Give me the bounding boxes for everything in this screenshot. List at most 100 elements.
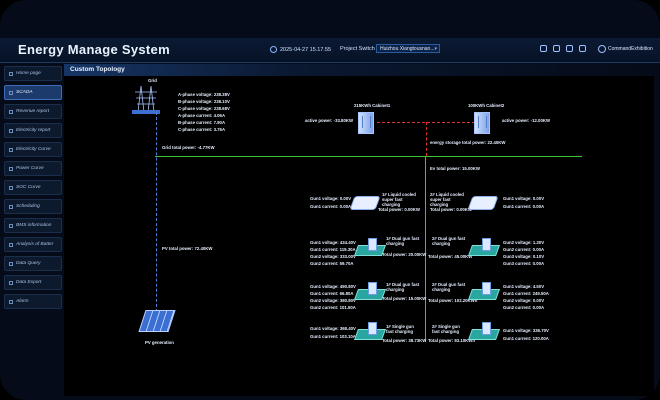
sidebar-item-label: Scheduling: [16, 204, 40, 209]
grid-reading: A-phase voltage: 238.38V: [178, 92, 230, 97]
charger-reading: Gun1 current: 120.00A: [503, 336, 549, 341]
charger-reading: Gun1 current: 66.80A: [310, 291, 354, 296]
cabinet2-name: 100KWh Cabinet2: [468, 103, 505, 108]
charger-8-icon[interactable]: [467, 322, 501, 340]
settings-icon[interactable]: [566, 45, 573, 52]
sidebar-item-label: SOC Curve: [16, 185, 41, 190]
sidebar: Home page SCADA Revenue report Electrici…: [4, 66, 62, 396]
grid-reading: B-phase voltage: 238.10V: [178, 99, 230, 104]
pv-dashed-line: [156, 112, 157, 317]
charger-reading: Gun1 voltage: 4.50V: [503, 284, 545, 289]
charger-3-icon[interactable]: [353, 238, 387, 256]
charger-title: 1# Dual gun fast charging: [386, 282, 420, 292]
sidebar-item-data-query[interactable]: Data Query: [4, 256, 62, 271]
cabinet2-icon[interactable]: [474, 112, 490, 134]
grid-total-power: Grid total power: -4.77KW: [162, 145, 215, 150]
user-menu[interactable]: CommandExhibition: [598, 45, 653, 53]
project-switch-label: Project Switch: [340, 46, 375, 52]
charger-reading: Gun2 current: 0.00A: [503, 247, 545, 252]
user-name: CommandExhibition: [608, 46, 653, 52]
screen-icon[interactable]: [540, 45, 547, 52]
charger-reading: Gun1 voltage: 0.00V: [503, 196, 545, 201]
charger-reading: Gun1 current: 249.50A: [503, 291, 549, 296]
sidebar-item-scada[interactable]: SCADA: [4, 85, 62, 100]
charger-7-icon[interactable]: [353, 322, 387, 340]
charger-reading: Gun1 voltage: 368.40V: [310, 326, 356, 331]
report-icon: [9, 109, 13, 114]
sidebar-item-revenue-report[interactable]: Revenue report: [4, 104, 62, 119]
sidebar-item-label: Revenue report: [16, 109, 50, 114]
sidebar-item-home[interactable]: Home page: [4, 66, 62, 81]
sidebar-item-alarm[interactable]: Alarm: [4, 294, 62, 309]
project-select[interactable]: Huizhou Xiangtousnan... ▾: [376, 44, 440, 53]
sidebar-item-soc-curve[interactable]: SOC Curve: [4, 180, 62, 195]
charger-reading: Gun1 current: 0.00A: [503, 204, 545, 209]
charger-1-icon[interactable]: [349, 196, 381, 210]
clock-icon: [270, 46, 277, 53]
page-title: Custom Topology: [70, 66, 125, 73]
pv-generation-label: PV generation: [145, 340, 174, 345]
app-title: Energy Manage System: [18, 42, 170, 57]
refresh-icon[interactable]: [553, 45, 560, 52]
charger-6-icon[interactable]: [467, 282, 501, 300]
analysis-icon: [9, 242, 13, 247]
sidebar-item-label: SCADA: [16, 90, 33, 95]
power-icon[interactable]: [579, 45, 586, 52]
grid-reading: C-phase voltage: 238.68V: [178, 106, 230, 111]
charger-total: Total power: 20.00KW: [382, 252, 427, 257]
main-bus-line: [155, 156, 582, 158]
sidebar-item-label: Alarm: [16, 299, 29, 304]
grid-reading: B-phase current: 7.90A: [178, 120, 226, 125]
sidebar-item-label: Home page: [16, 71, 41, 76]
cabinet-drop-line: [426, 122, 427, 156]
header-icons: [540, 45, 586, 52]
sidebar-item-bms-information[interactable]: BMS information: [4, 218, 62, 233]
report-icon: [9, 128, 13, 133]
charger-5-icon[interactable]: [353, 282, 387, 300]
charger-title: 1# Single gun fast charging: [386, 324, 414, 334]
charger-2-icon[interactable]: [467, 196, 499, 210]
curve-icon: [9, 147, 13, 152]
top-bar: [0, 38, 660, 63]
project-select-value: Huizhou Xiangtousnan...: [380, 46, 435, 52]
charger-total: Total power: 15.00KW: [382, 296, 427, 301]
charger-title: 2# Dual gun fast charging: [432, 236, 466, 246]
sidebar-item-data-export[interactable]: Data Export: [4, 275, 62, 290]
charger-title: 1# Liquid cooled super fast charging: [382, 192, 416, 207]
charger-reading: Gun1 voltage: 434.40V: [310, 240, 356, 245]
user-icon: [598, 45, 606, 53]
charger-reading: Gun2 current: 101.50A: [310, 305, 356, 310]
sidebar-item-electricity-report[interactable]: Electricity report: [4, 123, 62, 138]
curve-icon: [9, 166, 13, 171]
home-icon: [9, 71, 13, 76]
charger-reading: Gun2 voltage: 0.00V: [503, 298, 545, 303]
charger-reading: Gun1 voltage: 336.70V: [503, 328, 549, 333]
grid-reading: A-phase current: 4.06A: [178, 113, 226, 118]
charger-reading: Gun2 current: 59.70A: [310, 261, 354, 266]
sidebar-item-analysis-of-battery[interactable]: Analysis of Batter: [4, 237, 62, 252]
sidebar-item-electricity-curve[interactable]: Electricity Curve: [4, 142, 62, 157]
charger-total: Total power: 93.10KWh: [428, 338, 475, 343]
charger-total: Total power: 0.00KW: [430, 207, 472, 212]
sidebar-item-label: Electricity Curve: [16, 147, 51, 152]
charger-reading: Gun2 current: 0.00A: [503, 305, 545, 310]
chevron-down-icon: ▾: [434, 46, 437, 52]
grid-label: Grid: [148, 78, 157, 83]
grid-reading: C-phase current: 3.76A: [178, 127, 226, 132]
battery-icon: [9, 223, 13, 228]
charger-4-icon[interactable]: [467, 238, 501, 256]
charger-reading: Gun2 voltage: 380.80V: [310, 298, 356, 303]
charger-total: Total power: 102.20KWh: [428, 298, 478, 303]
sidebar-item-power-curve[interactable]: Power Curve: [4, 161, 62, 176]
sidebar-item-label: Power Curve: [16, 166, 44, 171]
charger-reading: Gun3 voltage: 0.10V: [503, 254, 545, 259]
export-icon: [9, 280, 13, 285]
sidebar-item-label: Analysis of Batter: [16, 242, 54, 247]
pv-total-power: PV total power: 72.40KW: [162, 246, 213, 251]
cabinet1-icon[interactable]: [358, 112, 374, 134]
charger-title: 1# Dual gun fast charging: [386, 236, 420, 246]
charger-reading: Gun3 current: 0.00A: [503, 261, 545, 266]
charger-reading: Gun1 voltage: 490.80V: [310, 284, 356, 289]
charger-title: 2# Single gun fast charging: [432, 324, 460, 334]
sidebar-item-scheduling[interactable]: Scheduling: [4, 199, 62, 214]
